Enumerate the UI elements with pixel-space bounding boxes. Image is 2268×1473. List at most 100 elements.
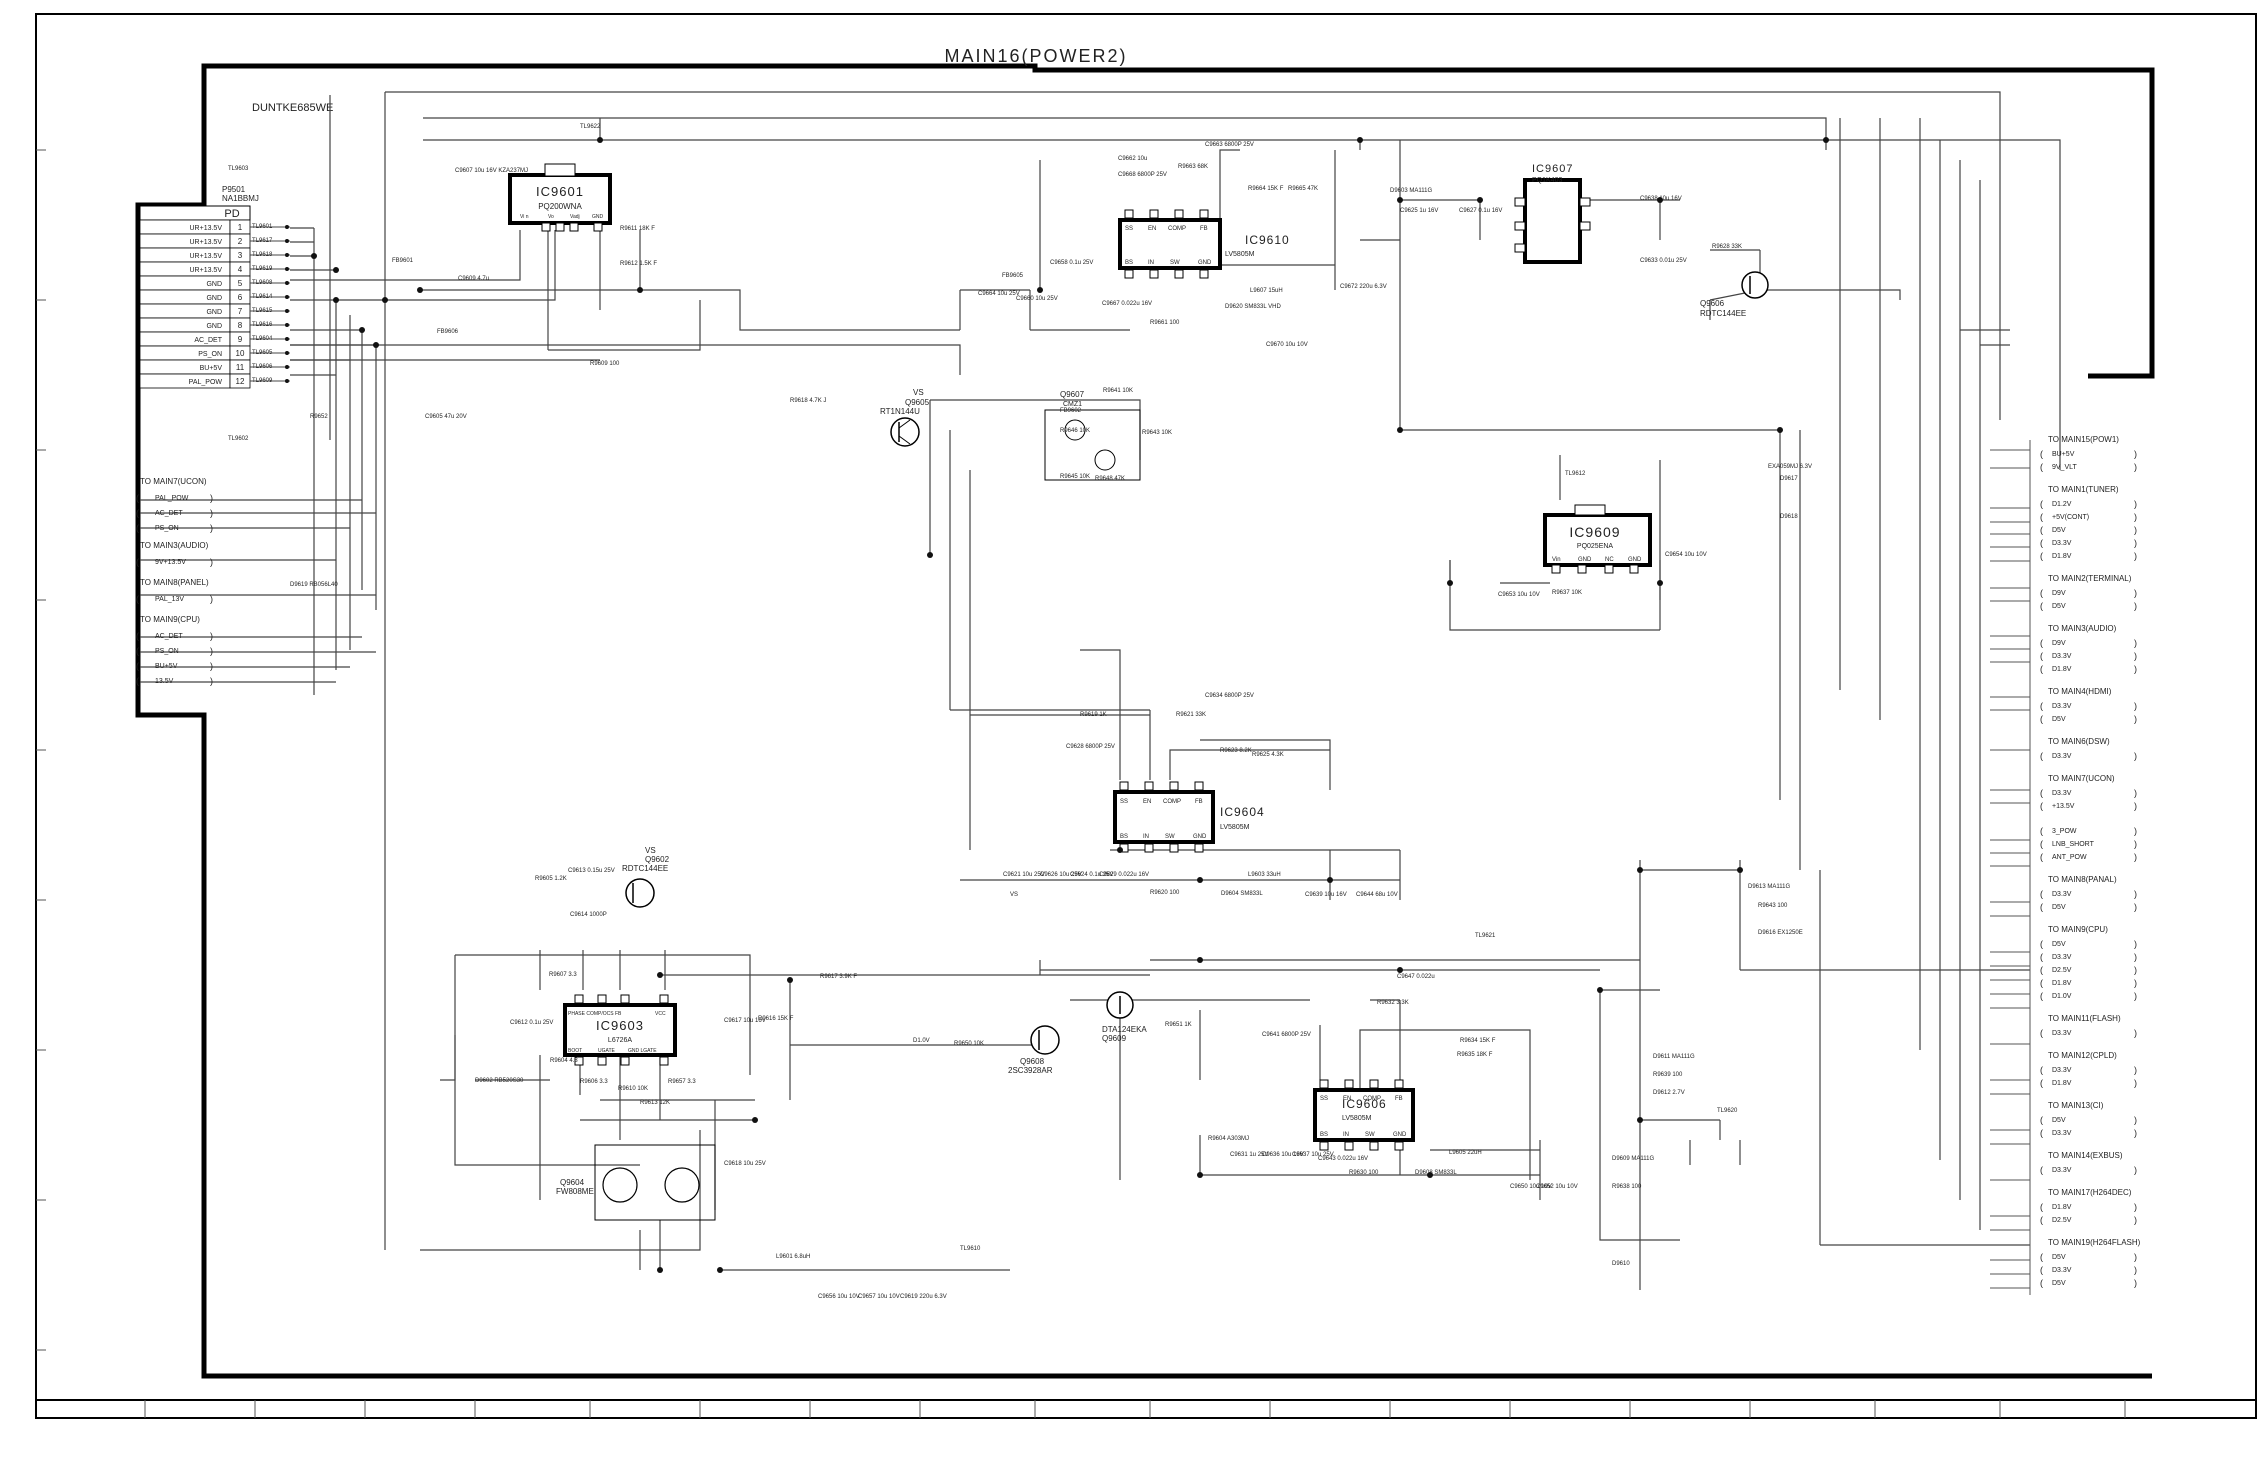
svg-text:): ) [2134,701,2137,711]
svg-text:Q9607: Q9607 [1060,390,1085,399]
component-label: R9625 4.3K [1252,752,1284,758]
svg-text:COMP: COMP [1363,1096,1381,1102]
component-label: TL9610 [960,1246,981,1252]
svg-text:(: ( [2040,1215,2043,1225]
svg-text:): ) [2134,1265,2137,1275]
svg-text:): ) [2134,499,2137,509]
component-label: D9620 SM833L VHD [1225,304,1281,310]
svg-text:VS: VS [913,388,924,397]
component-label: C9639 10u 16V [1305,892,1347,898]
svg-text:): ) [2134,1028,2137,1038]
junction-dots [311,137,1829,1273]
svg-text:(: ( [2040,1028,2043,1038]
connector-pin-number: 2 [238,237,243,246]
svg-text:(: ( [2040,1252,2043,1262]
svg-text:BOOT: BOOT [568,1048,582,1054]
connector-pin-number: 5 [238,279,243,288]
group-title: TO MAIN3(AUDIO) [140,541,209,550]
svg-text:Q9604: Q9604 [560,1178,585,1187]
connector-pin-number: 8 [238,321,243,330]
svg-text:): ) [210,523,213,533]
connector-pin-label: GND [206,281,222,288]
board-notch [2088,350,2155,379]
right-group: TO MAIN19(H264FLASH)()D5V()D3.3V()D5V [2040,1238,2141,1288]
right-group: TO MAIN15(POW1)()BU+5V()9V_VLT [2040,435,2137,472]
svg-text:IC9607: IC9607 [1532,163,1573,175]
transistor-Q9609: DTA124EKA Q9609 [1102,991,1147,1043]
svg-text:): ) [2134,1128,2137,1138]
svg-text:SW: SW [1365,1132,1375,1138]
svg-text:(: ( [2040,1128,2043,1138]
component-label: R9650 10K [954,1041,984,1047]
component-label: TL9621 [1475,933,1496,939]
component-label: C9652 10u 10V [1536,1184,1578,1190]
svg-text:(: ( [2040,588,2043,598]
connector-pin-label: BU+5V [200,365,223,372]
component-label: C9607 10u 16V KZA237MJ [455,168,528,174]
left-group: TO MAIN9(CPU)()AC_DET()PS_ON()BU+5V()13.… [136,615,213,686]
component-label: TL9612 [1565,471,1586,477]
svg-text:SS: SS [1120,799,1128,805]
svg-text:): ) [2134,1252,2137,1262]
signal-label: D2.5V [2052,967,2072,974]
svg-text:Q9609: Q9609 [1102,1034,1127,1043]
svg-text:): ) [210,661,213,671]
component-label: D9616 EX1250E [1758,930,1803,936]
svg-text:EN: EN [1343,1096,1351,1102]
signal-label: AC_DET [155,633,183,640]
component-label: D9618 [1780,514,1798,520]
signal-label: LNB_SHORT [2052,841,2095,848]
svg-text:(: ( [2040,801,2043,811]
signal-label: D3.3V [2052,1167,2072,1174]
svg-text:(: ( [2040,449,2043,459]
component-label: TL9603 [228,166,249,172]
svg-text:CMZ1: CMZ1 [1063,401,1082,408]
component-label: R9632 3.3K [1377,1000,1409,1006]
component-labels: TL9622TL9603TL9602TL9612TL9621TL9610TL96… [228,124,1812,1300]
component-label: R9617 3.9K F [820,974,857,980]
component-label: R9634 15K F [1460,1038,1496,1044]
svg-text:): ) [2134,538,2137,548]
signal-label: D3.3V [2052,653,2072,660]
component-label: R9609 100 [590,361,620,367]
component-label: TL9602 [228,436,249,442]
svg-text:): ) [2134,852,2137,862]
svg-text:UGATE: UGATE [598,1048,616,1054]
signal-label: D5V [2052,941,2066,948]
group-title: TO MAIN9(CPU) [2048,925,2108,934]
group-title: TO MAIN9(CPU) [140,615,200,624]
svg-text:): ) [2134,1065,2137,1075]
svg-text:GND LGATE: GND LGATE [628,1048,657,1054]
group-title: TO MAIN14(EXBUS) [2048,1151,2123,1160]
component-label: D9608 SM833L [1415,1170,1457,1176]
component-label: C9634 6800P 25V [1205,693,1254,699]
component-label: R9648 47K [1095,476,1125,482]
component-label: R9641 10K [1103,388,1133,394]
svg-text:(: ( [2040,991,2043,1001]
signal-label: D3.3V [2052,1067,2072,1074]
svg-text:(: ( [2040,839,2043,849]
svg-text:): ) [2134,651,2137,661]
connector-pin-label: UR+13.5V [190,225,223,232]
component-label: R9611 18K F [620,226,655,232]
svg-text:SS: SS [1125,226,1133,232]
svg-text:(: ( [2040,499,2043,509]
connector-pin-number: 3 [238,251,243,260]
svg-text:(: ( [136,594,139,604]
svg-text:): ) [2134,588,2137,598]
group-title: TO MAIN15(POW1) [2048,435,2119,444]
svg-text:): ) [210,493,213,503]
component-label: R9638 100 [1612,1184,1642,1190]
svg-text:PHASE COMP/OCS FB: PHASE COMP/OCS FB [568,1011,622,1017]
component-label: R9613 12K [640,1100,670,1106]
svg-text:Vadj: Vadj [570,214,580,220]
svg-text:RDTC144EE: RDTC144EE [622,864,668,873]
component-label: C9647 0.022u [1397,974,1435,980]
component-label: R9606 3.3 [580,1079,608,1085]
transistor-Q9605: VS Q9605 RT1N144U [880,388,930,447]
svg-text:Q9605: Q9605 [905,398,930,407]
component-label: R9618 4.7K J [790,398,826,404]
